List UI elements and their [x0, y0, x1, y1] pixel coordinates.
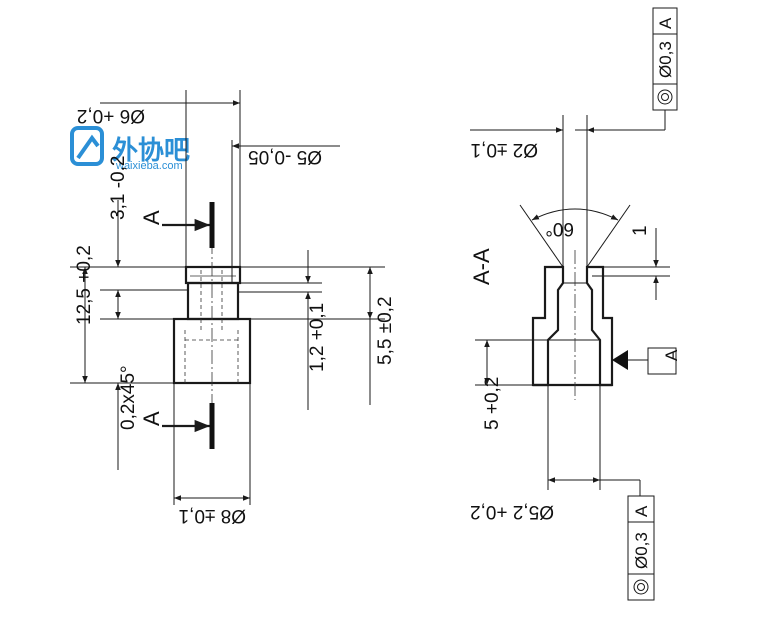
dim-one: 1 — [630, 225, 651, 236]
dim-angle: 60° — [545, 218, 574, 239]
concentricity-icon — [657, 89, 673, 105]
dim-len31: 3,1 -0,2 — [108, 156, 129, 220]
dim-d8: Ø8 ±0,1 — [179, 505, 246, 526]
section-mark-top: A — [139, 210, 164, 225]
datum-triangle-icon — [612, 350, 628, 370]
tol-top-datum: A — [656, 17, 675, 29]
tol-top-value: Ø0,3 — [656, 41, 675, 78]
logo-site-text: waixieba.com — [115, 160, 183, 172]
logo-brand-text: 外协吧 — [112, 136, 190, 166]
tol-bottom-datum: A — [632, 505, 651, 517]
logo: 外协吧 waixieba.com — [70, 126, 190, 172]
concentricity-icon-bottom — [633, 579, 649, 595]
section-mark-bottom: A — [139, 411, 164, 426]
dim-len55: 5,5 ±0,2 — [375, 296, 396, 365]
neck-body — [186, 281, 240, 321]
dim-len12: 1,2 +0,1 — [307, 303, 328, 372]
right-wall-section — [585, 265, 614, 387]
dim-d52: Ø5,2 +0,2 — [470, 501, 554, 522]
section-view: A-A 60° Ø2 ±0,1 Ø0,3 A — [469, 7, 681, 601]
tolerance-frame-bottom: Ø0,3 A — [627, 495, 655, 601]
dim-five: 5 +0,2 — [482, 377, 503, 430]
dim-len125: 12,5 +0,2 — [74, 245, 95, 325]
dim-d5: Ø5 -0,05 — [248, 146, 322, 167]
left-wall-section — [531, 265, 565, 387]
dim-d2: Ø2 ±0,1 — [471, 139, 538, 160]
datum-label: A — [662, 349, 681, 361]
logo-mark-icon — [70, 126, 104, 166]
tol-bottom-value: Ø0,3 — [632, 532, 651, 569]
dim-d6: Ø6 +0,2 — [77, 105, 145, 126]
left-view: A A Ø6 +0,2 Ø5 -0,05 12,5 +0,2 3,1 -0,2 … — [70, 90, 396, 526]
tolerance-frame-top: Ø0,3 A — [652, 7, 678, 111]
section-title: A-A — [469, 248, 494, 285]
dim-chamfer: 0,2x45° — [118, 365, 139, 430]
